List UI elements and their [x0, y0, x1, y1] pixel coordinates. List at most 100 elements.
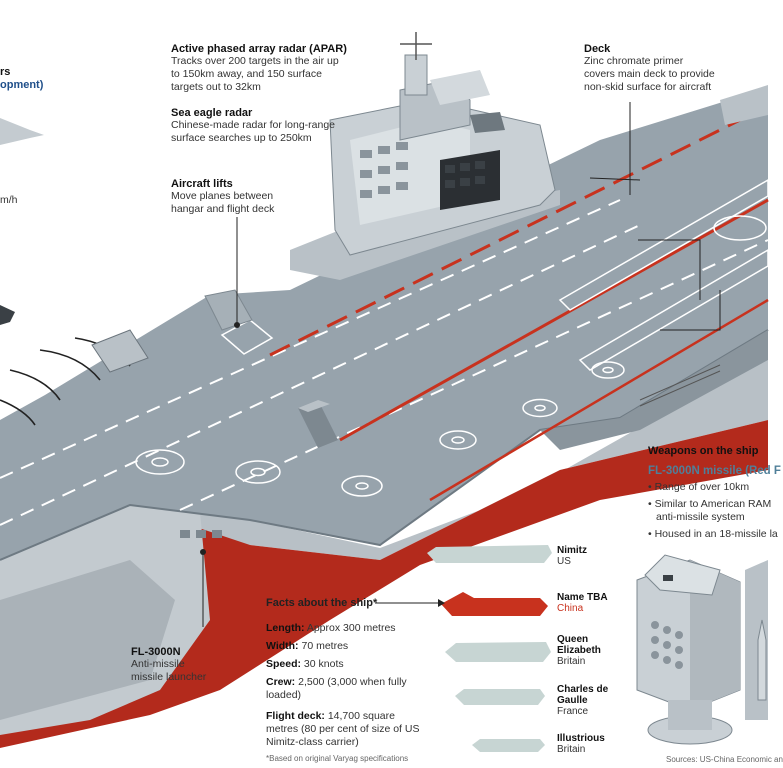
comparison-nimitz: Nimitz US: [557, 545, 587, 567]
missile-sketch: [757, 619, 767, 701]
callout-lifts: Aircraft lifts Move planes between hanga…: [171, 178, 274, 216]
weapons-bullet-cont: anti-missile system: [656, 511, 745, 523]
callout-sea-eagle-line: Chinese-made radar for long-range: [171, 119, 336, 131]
fact-label: Crew:: [266, 676, 296, 688]
fact-value: Approx 300 metres: [304, 622, 396, 634]
fact-length: Length: Approx 300 metres: [266, 622, 416, 635]
callout-deck: Deck Zinc chromate primer covers main de…: [584, 43, 715, 94]
weapons-bullet-text: Housed in an 18-missile la: [654, 528, 778, 540]
fact-label: Speed:: [266, 658, 302, 670]
callout-leaders: [202, 102, 721, 627]
fact-label: Flight deck:: [266, 710, 325, 722]
runway-strip-1: [558, 178, 769, 311]
fact-label: Width:: [266, 640, 299, 652]
leader-dot-lift: [234, 322, 240, 328]
left-partial-speed: m/h: [0, 194, 18, 206]
landing-circles: [135, 215, 767, 497]
comparison-name: Name TBA: [557, 592, 608, 603]
weapons-bullet: • Similar to American RAM: [648, 498, 772, 510]
comparison-country: Britain: [557, 744, 586, 755]
fact-value: 70 metres: [298, 640, 349, 652]
callout-fl3000n-line: missile launcher: [131, 671, 207, 683]
comparison-name: Illustrious: [557, 733, 605, 744]
comparison-name: Queen Elizabeth: [557, 634, 601, 656]
callout-lifts-line: hangar and flight deck: [171, 203, 275, 215]
runway-strip-2: [578, 248, 769, 371]
comparison-illustrious: Illustrious Britain: [557, 733, 605, 755]
sources: Sources: US-China Economic an: [666, 755, 783, 764]
comparison-silhouettes: [427, 545, 552, 752]
comparison-name: Charles de Gaulle: [557, 684, 609, 706]
callout-lifts-line: Move planes between: [171, 190, 274, 202]
aircraft-lift-outline: [220, 319, 274, 355]
weapons-title: Weapons on the ship: [648, 445, 759, 457]
comparison-country: China: [557, 603, 584, 614]
fact-speed: Speed: 30 knots: [266, 658, 416, 671]
weapons-bullet-text: Similar to American RAM: [654, 498, 772, 510]
left-aircraft-2: [0, 305, 15, 325]
callout-sea-eagle: Sea eagle radar Chinese-made radar for l…: [171, 107, 335, 145]
silhouette-charles-de-gaulle: [455, 689, 545, 705]
callout-deck-line: Zinc chromate primer: [584, 55, 684, 67]
callout-fl3000n: FL-3000N Anti-missile missile launcher: [131, 646, 206, 684]
deck-line-1: [0, 224, 641, 526]
callout-deck-line: non-skid surface for aircraft: [584, 81, 712, 93]
comparison-country: Britain: [557, 656, 586, 667]
fact-flight-deck: Flight deck: 14,700 square metres (80 pe…: [266, 710, 426, 749]
comparison-queen-elizabeth: Queen Elizabeth Britain: [557, 634, 627, 667]
bow-equipment: [91, 329, 149, 373]
weapons-bullet: • Range of over 10km: [648, 481, 750, 493]
facts-title: Facts about the ship*: [266, 597, 378, 609]
fact-value: 30 knots: [301, 658, 344, 670]
callout-sea-eagle-line: surface searches up to 250km: [171, 132, 312, 144]
left-partial-label-1: rs: [0, 66, 11, 78]
callout-apar-title: Active phased array radar (APAR): [171, 43, 347, 55]
callout-sea-eagle-title: Sea eagle radar: [171, 107, 253, 119]
comparison-country: US: [557, 556, 571, 567]
facts-arrow-head: [438, 599, 445, 607]
silhouette-illustrious: [472, 739, 545, 752]
callout-apar: Active phased array radar (APAR) Tracks …: [171, 43, 347, 94]
fact-crew: Crew: 2,500 (3,000 when fully loaded): [266, 676, 416, 702]
comparison-country: France: [557, 706, 589, 717]
weapons-subtitle: FL-3000N missile (Red F: [648, 465, 781, 477]
weapons-bullet: • Housed in an 18-missile la: [648, 528, 778, 540]
aft-lift: [204, 289, 253, 331]
launcher-boxes: [180, 530, 222, 538]
silhouette-queen-elizabeth: [445, 642, 551, 662]
facts-footnote: *Based on original Varyag specifications: [266, 754, 409, 763]
weapons-panel: Weapons on the ship FL-3000N missile (Re…: [648, 445, 781, 541]
comparison-name: Nimitz: [557, 545, 587, 556]
leader-dot-launcher: [200, 549, 206, 555]
comparison-china: Name TBA China: [557, 592, 608, 614]
callout-deck-title: Deck: [584, 43, 611, 55]
left-partial-label-2: opment): [0, 79, 44, 91]
comparison-charles-de-gaulle: Charles de Gaulle France: [557, 684, 617, 717]
callout-lifts-title: Aircraft lifts: [171, 178, 233, 190]
callout-fl3000n-title: FL-3000N: [131, 646, 181, 658]
fact-value: 14,700 square metres (80 per cent of siz…: [266, 710, 420, 748]
weapons-bullet-text: Range of over 10km: [654, 481, 750, 493]
fact-value: 2,500 (3,000 when fully loaded): [266, 676, 407, 701]
side-sponson: [540, 330, 768, 450]
silhouette-china: [441, 592, 548, 616]
callout-fl3000n-line: Anti-missile: [131, 658, 185, 670]
deck-red-line-1: [269, 108, 761, 357]
fl3000n-launcher: [636, 554, 768, 745]
fact-width: Width: 70 metres: [266, 640, 416, 653]
hull-red: [0, 420, 768, 748]
side-racks: [639, 364, 721, 407]
callout-deck-line: covers main deck to provide: [584, 68, 715, 80]
blast-deflector-top: [298, 400, 330, 412]
flight-deck: [0, 88, 768, 560]
fact-label: Length:: [266, 622, 305, 634]
callout-apar-line: targets out to 32km: [171, 81, 261, 93]
island: [290, 32, 560, 280]
callout-apar-line: Tracks over 200 targets in the air up: [171, 55, 339, 67]
callout-apar-line: to 150km away, and 150 surface: [171, 68, 322, 80]
left-aircraft-1: [0, 118, 44, 145]
bow-hull-shade: [0, 560, 175, 720]
deck-red-line-3: [429, 298, 769, 502]
starboard-structure: [720, 85, 768, 125]
silhouette-nimitz: [427, 545, 552, 563]
